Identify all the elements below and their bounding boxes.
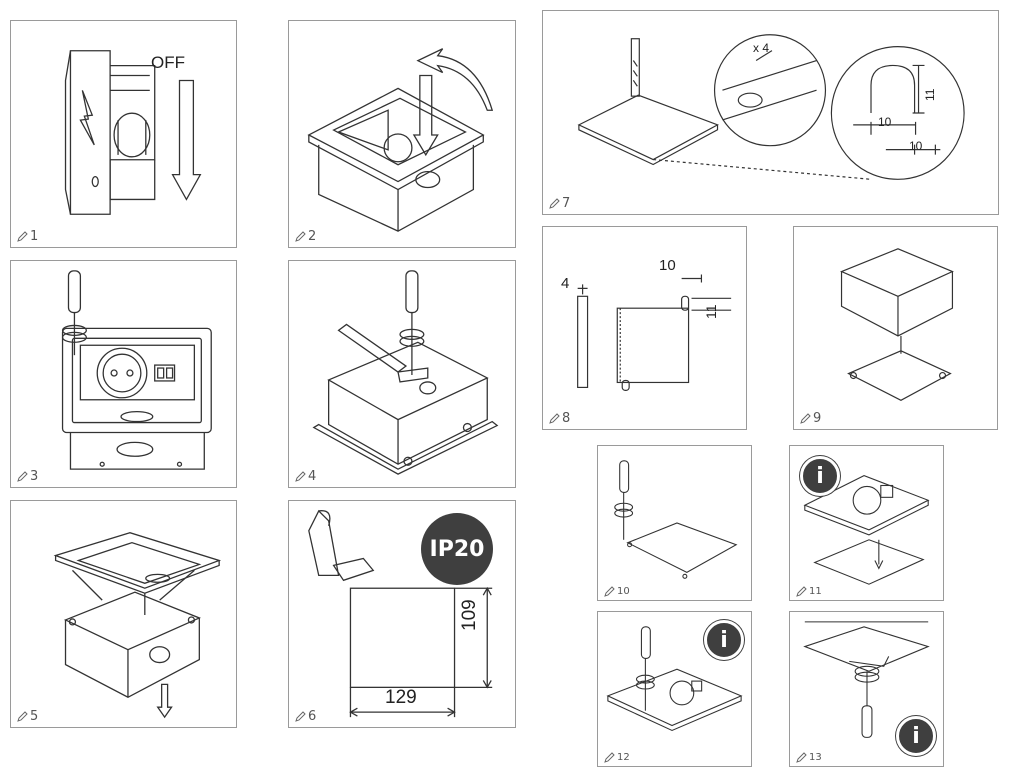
step-4-panel: 4 [288,260,516,488]
pencil-icon [17,711,28,722]
info-icon: i [800,456,840,496]
pencil-icon [800,413,811,424]
step-number: 12 [604,752,630,763]
step-11-panel: i 11 [789,445,944,601]
step-number: 6 [295,709,316,724]
dimension-offset: 10 [659,257,676,274]
step-3-panel: 3 [10,260,237,488]
step-12-illustration [606,626,743,732]
callout-count: x 4 [753,41,770,55]
step-10-illustration [614,460,738,579]
pencil-icon [295,231,306,242]
step-number: 4 [295,469,316,484]
step-2-illustration [307,48,494,232]
step-number: 9 [800,411,821,426]
step-number: 2 [295,229,316,244]
step-6-panel: IP20 109 129 6 [288,500,516,728]
step-7-illustration [577,34,965,180]
ip20-badge: IP20 [421,513,493,585]
step-5-panel: 5 [10,500,237,728]
step-9-illustration [840,248,954,401]
info-icon: i [704,620,744,660]
off-label: OFF [151,53,185,72]
pencil-icon [796,752,807,763]
info-icon: i [896,716,936,756]
pencil-icon [17,231,28,242]
step-8-illustration [577,274,732,391]
dimension-a: 11 [923,88,937,101]
dimension-c: 10 [909,139,923,153]
step-number: 8 [549,411,570,426]
dimension-thickness: 4 [561,275,570,292]
pencil-icon [549,413,560,424]
step-8-panel: 4 10 11 8 [542,226,747,430]
step-1-illustration [64,50,202,215]
pencil-icon [17,471,28,482]
step-number: 3 [17,469,38,484]
step-13-panel: i 13 [789,611,944,767]
dimension-b: 10 [878,115,892,129]
pencil-icon [549,198,560,209]
step-number: 5 [17,709,38,724]
step-11-illustration [803,475,930,585]
step-7-panel: x 4 11 10 10 7 [542,10,999,215]
step-2-panel: 2 [288,20,516,248]
step-number: 10 [604,586,630,597]
step-number: 1 [17,229,38,244]
step-3-illustration [61,270,212,470]
step-10-panel: 10 [597,445,752,601]
step-number: 7 [549,196,570,211]
step-12-panel: i 12 [597,611,752,767]
step-6-illustration [308,509,493,718]
pencil-icon [295,711,306,722]
pencil-icon [796,586,807,597]
step-4-illustration [312,270,499,475]
pencil-icon [604,752,615,763]
pencil-icon [604,586,615,597]
step-number: 11 [796,586,822,597]
dimension-height: 109 [459,599,480,631]
step-9-panel: 9 [793,226,998,430]
step-13-illustration [803,621,930,738]
step-5-illustration [53,532,222,719]
step-number: 13 [796,752,822,763]
pencil-icon [295,471,306,482]
dimension-slot: 11 [703,304,719,319]
dimension-width: 129 [385,687,417,708]
step-1-panel: OFF 1 [10,20,237,248]
